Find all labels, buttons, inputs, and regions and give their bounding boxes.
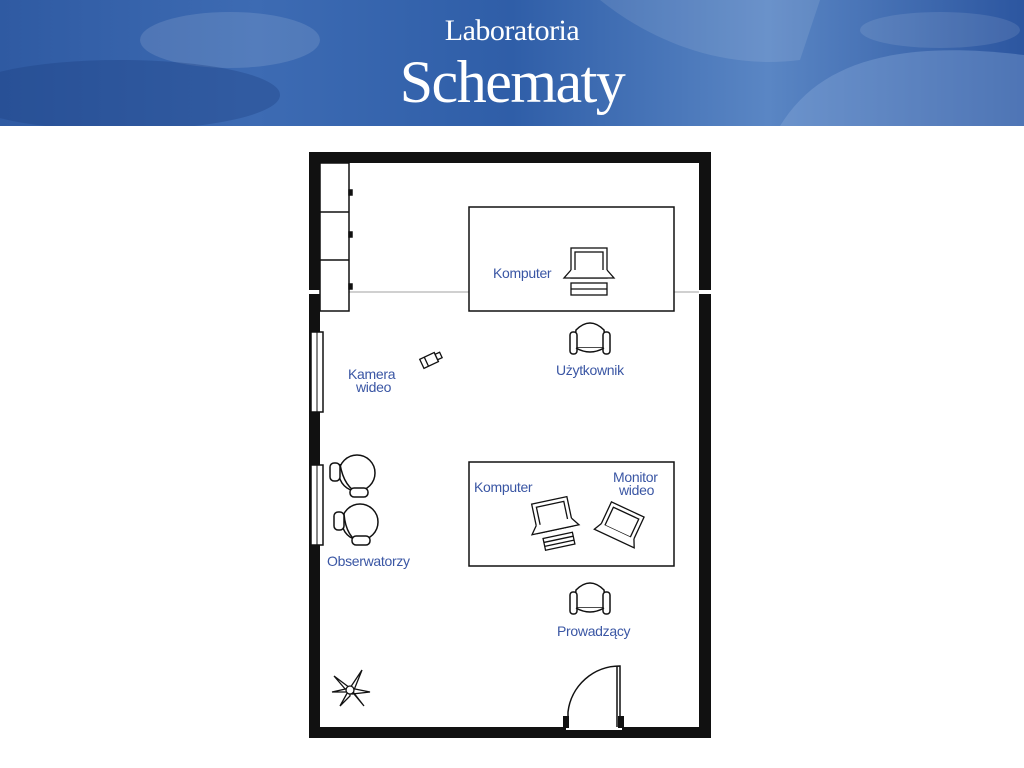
label-facilitator: Prowadzący	[557, 623, 631, 639]
banner-decoration	[0, 0, 1024, 126]
chair-user-icon	[569, 322, 611, 355]
desk-facilitator	[468, 461, 675, 567]
header-subtitle: Laboratoria	[444, 14, 580, 47]
video-camera-icon	[418, 351, 444, 370]
label-computer-top: Komputer	[493, 265, 552, 281]
chair-observer-2-icon	[333, 503, 379, 546]
room-walls	[309, 152, 711, 738]
label-monitor-line1: Monitor	[613, 469, 658, 485]
chair-observer-1-icon	[329, 454, 376, 498]
label-user: Użytkownik	[556, 362, 625, 378]
label-camera-line2: wideo	[355, 379, 392, 395]
label-monitor-line2: wideo	[618, 482, 655, 498]
computer-top-icon	[562, 247, 616, 296]
label-computer-bottom: Komputer	[474, 479, 533, 495]
video-monitor-icon	[593, 501, 645, 549]
label-observers: Obserwatorzy	[327, 553, 410, 569]
label-camera-line1: Kamera	[348, 366, 396, 382]
chair-facilitator-icon	[569, 582, 611, 615]
page-title: Schematy	[399, 49, 626, 115]
header-banner: Laboratoria Schematy	[0, 0, 1024, 126]
computer-bottom-icon	[530, 495, 581, 552]
plant-icon	[331, 669, 371, 707]
door	[563, 665, 624, 730]
window-left-lower	[310, 464, 324, 546]
cabinet	[319, 162, 353, 312]
window-left-upper	[310, 331, 324, 413]
